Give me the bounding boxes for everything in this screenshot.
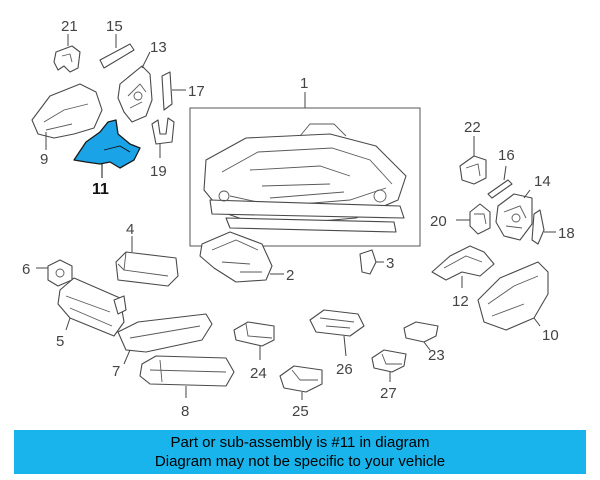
part-22[interactable]: 22 bbox=[459, 119, 487, 185]
callout-20: 20 bbox=[430, 213, 447, 230]
callout-5: 5 bbox=[56, 333, 64, 350]
part-25[interactable]: 25 bbox=[279, 365, 323, 420]
callout-25: 25 bbox=[292, 403, 309, 420]
callout-27: 27 bbox=[380, 385, 397, 402]
part-21[interactable]: 21 bbox=[53, 18, 81, 73]
callout-22: 22 bbox=[464, 119, 481, 136]
callout-14: 14 bbox=[534, 173, 551, 190]
info-banner: Part or sub-assembly is #11 in diagram D… bbox=[14, 430, 586, 474]
part-14[interactable]: 14 bbox=[495, 173, 551, 241]
part-18[interactable]: 18 bbox=[531, 209, 575, 245]
callout-17: 17 bbox=[188, 83, 205, 100]
callout-12: 12 bbox=[452, 293, 469, 310]
callout-24: 24 bbox=[250, 365, 267, 382]
callout-13: 13 bbox=[150, 39, 167, 56]
part-8[interactable]: 8 bbox=[139, 355, 235, 420]
callout-1: 1 bbox=[300, 75, 308, 92]
banner-line-2: Diagram may not be specific to your vehi… bbox=[154, 453, 446, 470]
part-1-seat-frame[interactable]: 1 bbox=[189, 75, 421, 247]
callout-16: 16 bbox=[498, 147, 515, 164]
callout-2: 2 bbox=[286, 267, 294, 284]
part-13[interactable]: 13 bbox=[117, 39, 167, 123]
part-26[interactable]: 26 bbox=[309, 309, 365, 378]
part-4[interactable]: 4 bbox=[115, 221, 179, 287]
callout-11: 11 bbox=[92, 181, 109, 198]
callout-6: 6 bbox=[22, 261, 30, 278]
callout-7: 7 bbox=[112, 363, 120, 380]
callout-18: 18 bbox=[558, 225, 575, 242]
callout-4: 4 bbox=[126, 221, 134, 238]
part-16[interactable]: 16 bbox=[487, 147, 515, 199]
part-7[interactable]: 7 bbox=[112, 313, 213, 380]
part-6[interactable]: 6 bbox=[22, 259, 73, 287]
part-23[interactable]: 23 bbox=[403, 321, 445, 364]
part-27[interactable]: 27 bbox=[371, 349, 407, 402]
callout-3: 3 bbox=[386, 255, 394, 272]
callout-26: 26 bbox=[336, 361, 353, 378]
part-10[interactable]: 10 bbox=[477, 261, 559, 344]
part-11-highlighted[interactable]: 11 bbox=[73, 119, 141, 198]
callout-15: 15 bbox=[106, 18, 123, 35]
part-20[interactable]: 20 bbox=[430, 203, 491, 235]
callout-19: 19 bbox=[150, 163, 167, 180]
part-12[interactable]: 12 bbox=[431, 245, 495, 310]
part-2[interactable]: 2 bbox=[199, 231, 294, 284]
part-5[interactable]: 5 bbox=[56, 277, 127, 350]
part-3[interactable]: 3 bbox=[359, 249, 394, 275]
part-17[interactable]: 17 bbox=[161, 71, 205, 111]
callout-8: 8 bbox=[181, 403, 189, 420]
callout-23: 23 bbox=[428, 347, 445, 364]
callout-9: 9 bbox=[40, 151, 48, 168]
callout-21: 21 bbox=[61, 18, 78, 35]
part-9[interactable]: 9 bbox=[31, 83, 103, 168]
callout-10: 10 bbox=[542, 327, 559, 344]
banner-line-1: Part or sub-assembly is #11 in diagram bbox=[170, 434, 430, 451]
part-19[interactable]: 19 bbox=[150, 117, 175, 180]
part-15[interactable]: 15 bbox=[99, 18, 135, 69]
part-24[interactable]: 24 bbox=[233, 321, 275, 382]
